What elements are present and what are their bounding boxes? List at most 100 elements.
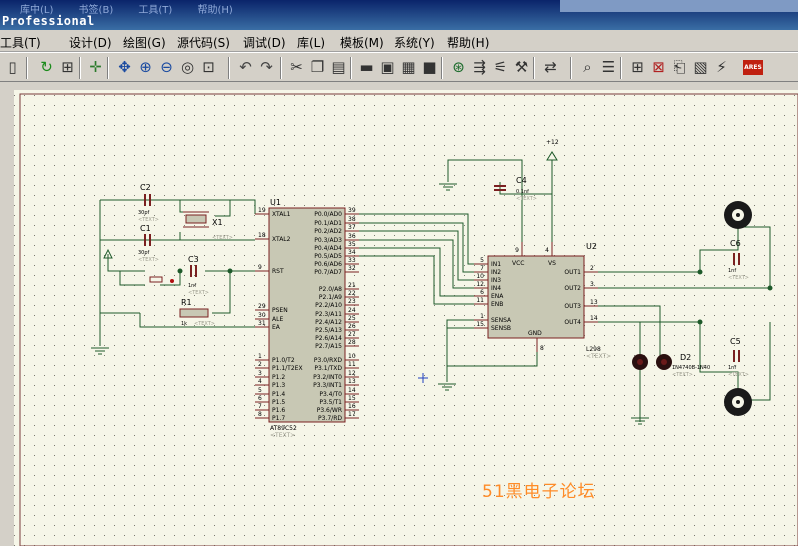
c5-text-label: <TEXT>	[728, 372, 749, 378]
redo-icon: ↷	[260, 58, 273, 76]
menu-item-5[interactable]: 库(L)	[297, 36, 326, 50]
packaging-tool-icon: ⚒	[514, 58, 529, 76]
new-sheet-icon: ▯	[8, 58, 17, 76]
ares-button[interactable]: ARES	[742, 58, 764, 77]
u2-pin-num: 11	[476, 297, 484, 304]
u1-pin-num: 21	[348, 282, 356, 289]
decompose-button[interactable]: ⚟	[491, 58, 510, 77]
u1-pin-name: P2.1/A9	[319, 294, 342, 301]
u2-body	[487, 255, 585, 339]
u1-pin-num: 28	[348, 339, 356, 346]
wire-autorouter-button[interactable]: ⇄	[541, 58, 560, 77]
c4-text-label: <TEXT>	[516, 196, 537, 202]
u1-pin-name: PSEN	[272, 307, 288, 314]
u1-pin-name: P1.1/T2EX	[272, 365, 303, 372]
u1-pin-num: 17	[348, 411, 356, 418]
property-assign-button[interactable]: ☰	[599, 58, 618, 77]
block-delete-button[interactable]: ■	[420, 58, 439, 77]
copy-button[interactable]: ❐	[308, 58, 327, 77]
u2-pin-name: VCC	[512, 260, 524, 267]
watermark-text: 51黑电子论坛	[482, 482, 596, 502]
u1-pin-name: P1.5	[272, 399, 285, 406]
netlist-button[interactable]: ⚡	[712, 58, 731, 77]
u2-text-label: <TEXT>	[586, 353, 611, 360]
c3-value: 1nf	[188, 283, 196, 289]
refresh-button[interactable]: ↻	[37, 58, 56, 77]
c1-value: 30pf	[138, 250, 150, 256]
c2-value: 30pf	[138, 210, 150, 216]
origin-button[interactable]: ✛	[86, 58, 105, 77]
search-button[interactable]: ⌕	[578, 58, 597, 77]
schematic-canvas[interactable]: U1AT89C52<TEXT>19XTAL118XTAL29RST29PSEN3…	[0, 82, 798, 546]
block-delete-icon: ■	[422, 58, 437, 76]
zoom-all-button[interactable]: ◎	[178, 58, 197, 77]
cut-button[interactable]: ✂	[287, 58, 306, 77]
c6-value: 1nf	[728, 268, 736, 274]
r1-text-label: <TEXT>	[194, 321, 215, 327]
menu-item-8[interactable]: 帮助(H)	[447, 36, 490, 50]
redo-button[interactable]: ↷	[257, 58, 276, 77]
u1-pin-num: 11	[348, 361, 356, 368]
c2-text-label: <TEXT>	[138, 217, 159, 223]
c1-text-label: <TEXT>	[138, 257, 159, 263]
netlist-icon: ⚡	[716, 58, 727, 76]
u1-pin-name: P0.2/AD2	[314, 228, 342, 235]
block-move-button[interactable]: ▣	[378, 58, 397, 77]
menu-item-1[interactable]: 设计(D)	[69, 36, 112, 50]
c2-ref: C2	[140, 183, 151, 192]
grid-toggle-button[interactable]: ⊞	[58, 58, 77, 77]
packaging-tool-button[interactable]: ⚒	[512, 58, 531, 77]
u1-pin-num: 39	[348, 207, 356, 214]
c3-ref: C3	[188, 255, 199, 264]
u1-pin-num: 16	[348, 403, 356, 410]
bom-report-button[interactable]: ▧	[691, 58, 710, 77]
c3-text-label: <TEXT>	[188, 290, 209, 296]
menu-item-4[interactable]: 调试(D)	[243, 36, 286, 50]
zoom-out-button[interactable]: ⊖	[157, 58, 176, 77]
remove-sheet-button[interactable]: ⊠	[649, 58, 668, 77]
u1-pin-num: 38	[348, 216, 356, 223]
toolbar-separator	[620, 57, 622, 79]
title-bar-ghost-menu: 库中(L) 书签(B) 工具(T) 帮助(H)	[20, 5, 233, 16]
diode-left-mark	[637, 359, 643, 365]
toolbar-separator	[107, 57, 109, 79]
property-assign-icon: ☰	[601, 58, 616, 76]
u2-pin-num: 12	[476, 281, 484, 288]
paste-button[interactable]: ▤	[329, 58, 348, 77]
menu-item-0[interactable]: 工具(T)	[0, 36, 41, 50]
pick-device-button[interactable]: ⊛	[449, 58, 468, 77]
menu-item-2[interactable]: 绘图(G)	[123, 36, 166, 50]
goto-sheet-button[interactable]: ⎗	[670, 58, 689, 77]
menu-item-3[interactable]: 源代码(S)	[177, 36, 230, 50]
zoom-in-button[interactable]: ⊕	[136, 58, 155, 77]
wire-p0-to-l298	[359, 213, 474, 265]
u1-pin-num: 31	[258, 320, 266, 327]
undo-button[interactable]: ↶	[236, 58, 255, 77]
r1-body	[179, 308, 209, 318]
block-copy-button[interactable]: ▬	[357, 58, 376, 77]
wires	[99, 159, 773, 422]
u1-pin-num: 24	[348, 307, 356, 314]
u2-pin-num: 8	[540, 345, 544, 352]
u2-pin-name: OUT4	[564, 319, 581, 326]
u2-pin-num: 7	[480, 265, 484, 272]
u1-pin-name: XTAL2	[272, 236, 291, 243]
make-device-button[interactable]: ⇶	[470, 58, 489, 77]
menu-item-6[interactable]: 模板(M)	[340, 36, 384, 50]
new-sheet-button[interactable]: ▯	[3, 58, 22, 77]
new-sheet-add-button[interactable]: ⊞	[628, 58, 647, 77]
block-rotate-button[interactable]: ▦	[399, 58, 418, 77]
wire-junction	[177, 268, 183, 274]
u1-pin-num: 30	[258, 312, 266, 319]
u1-pin-name: P3.7/RD	[318, 415, 342, 422]
u1-pin-name: P0.1/AD1	[314, 220, 342, 227]
pan-button[interactable]: ✥	[115, 58, 134, 77]
menu-item-7[interactable]: 系统(Y)	[394, 36, 435, 50]
u1-pin-num: 12	[348, 370, 356, 377]
wire-autorouter-icon: ⇄	[544, 58, 557, 76]
zoom-area-button[interactable]: ⊡	[199, 58, 218, 77]
u1-pin-num: 25	[348, 315, 356, 322]
sheet-border	[19, 93, 798, 546]
u1-pin-name: P0.3/AD3	[314, 237, 342, 244]
